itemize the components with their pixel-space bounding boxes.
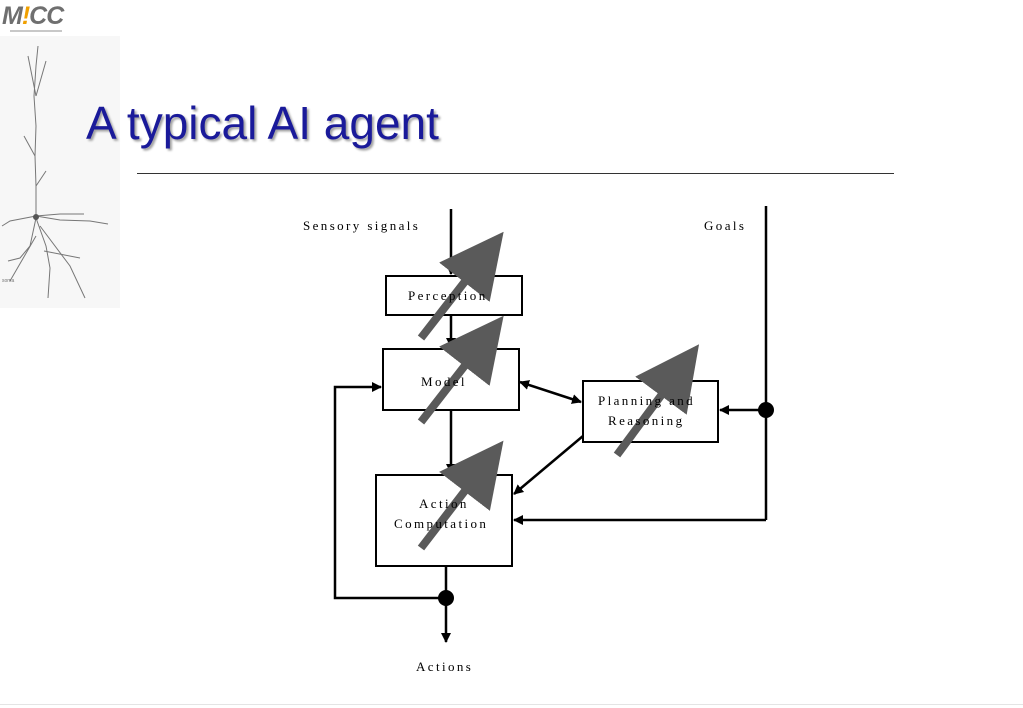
action-label-line1: Action: [419, 496, 469, 511]
perception-label: Perception: [408, 288, 488, 303]
logo-text-cc: CC: [29, 2, 64, 30]
planning-action-arrow: [513, 435, 584, 495]
feedback-loop-arrow: [333, 382, 446, 600]
model-label: Model: [421, 374, 467, 389]
action-label-line2: Computation: [394, 516, 488, 531]
perception-highlight-arrow: [417, 231, 504, 341]
action-highlight-arrow: [417, 440, 504, 551]
sensory-signals-label: Sensory signals: [303, 218, 420, 233]
title-divider: [137, 173, 894, 174]
planning-label-line2: Reasoning: [608, 413, 684, 428]
logo-underline: [10, 30, 62, 32]
goals-label: Goals: [704, 218, 746, 233]
model-planning-arrow: [519, 380, 582, 404]
slide-title: A typical AI agent: [86, 97, 439, 149]
micc-logo: M!CC: [2, 2, 64, 30]
goals-junction-dot: [758, 402, 774, 418]
model-highlight-arrow: [417, 315, 504, 425]
neuron-illustration: soma: [0, 36, 120, 308]
svg-text:soma: soma: [2, 278, 14, 284]
planning-highlight-arrow: [613, 344, 700, 458]
planning-label-line1: Planning and: [598, 393, 695, 408]
logo-text-bang: !: [21, 2, 30, 30]
logo-text-m: M: [2, 2, 23, 30]
output-junction-dot: [438, 590, 454, 606]
footer-divider: [0, 704, 1023, 705]
actions-label: Actions: [416, 659, 473, 674]
